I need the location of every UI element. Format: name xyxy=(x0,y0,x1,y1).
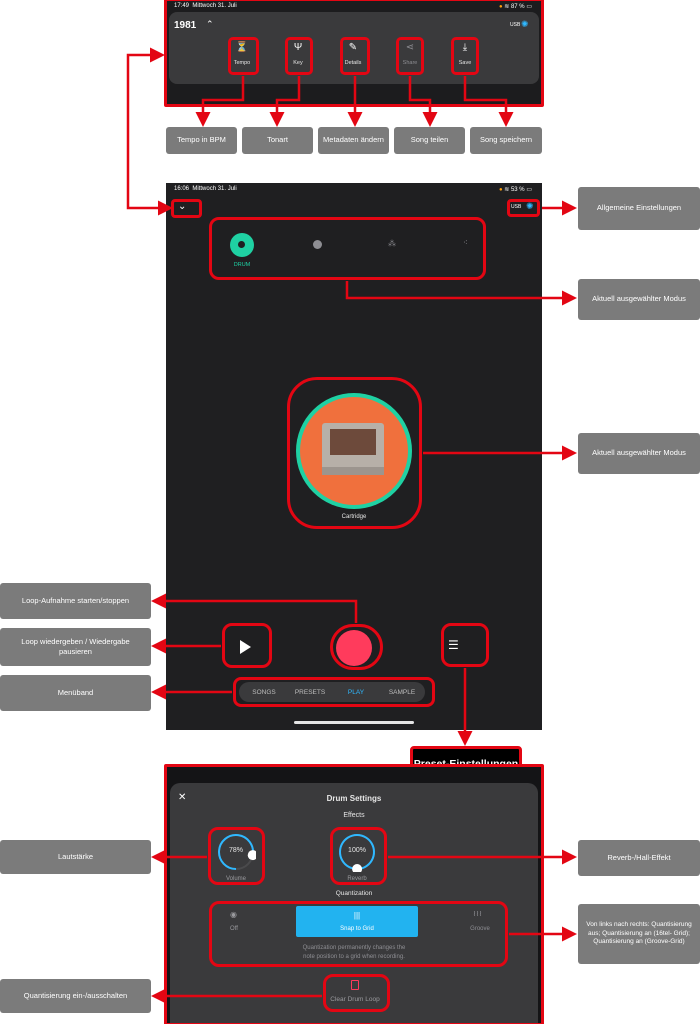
home-indicator xyxy=(294,721,414,724)
trash-icon xyxy=(351,980,359,990)
quantization-label: Quantization xyxy=(335,890,373,897)
share-icon: ⋖ xyxy=(405,42,415,53)
status-time: 17:49 Mittwoch 31. Juli xyxy=(174,3,237,9)
drum-settings-title: Drum Settings xyxy=(326,794,382,803)
sliders-icon[interactable]: ☰ xyxy=(448,638,459,652)
tab-presets[interactable]: PRESETS xyxy=(294,689,326,696)
tuning-fork-icon: Ψ xyxy=(293,42,303,53)
snap-to-grid-label: Snap to Grid xyxy=(340,926,374,932)
status-battery: ● ≋ 87 % ▭ xyxy=(498,4,532,10)
chevron-up-icon[interactable]: ⌃ xyxy=(206,19,214,29)
callout-reverb: Reverb-/Hall-Effekt xyxy=(578,840,700,876)
callout-quantization: Von links nach rechts: Quantisierung aus… xyxy=(578,904,700,964)
tab-bar xyxy=(239,682,425,702)
settings-button-highlight xyxy=(507,199,540,217)
callout-clear: Quantisierung ein-/ausschalten xyxy=(0,979,151,1013)
tab-bar-highlight xyxy=(233,677,435,707)
volume-label: Volume xyxy=(225,876,246,882)
toolbar-details-label: Details xyxy=(344,60,362,66)
tab-play[interactable]: PLAY xyxy=(347,689,365,696)
mode-selector-highlight xyxy=(209,217,486,280)
volume-value: 78% xyxy=(228,847,243,854)
quantization-groove[interactable]: Groove xyxy=(470,926,490,932)
tempo-button[interactable] xyxy=(228,37,259,75)
quantization-note-1: Quantization permanently changes the xyxy=(302,945,406,951)
download-icon: ⤓ xyxy=(462,42,468,53)
callout-save: Song speichern xyxy=(470,127,542,154)
mode-3-button[interactable]: ⁂ xyxy=(388,239,396,248)
usb-label: USB xyxy=(510,22,521,28)
toolbar-save-label: Save xyxy=(458,60,472,66)
close-icon[interactable]: ✕ xyxy=(178,792,187,803)
toolbar-share-label: Share xyxy=(402,60,418,66)
main-gear-icon[interactable]: ✺ xyxy=(526,201,534,211)
callout-menu: Menüband xyxy=(0,675,151,711)
drum-mode-label: DRUM xyxy=(233,262,251,268)
preset-highlight xyxy=(287,377,422,529)
drum-mode-icon xyxy=(238,241,245,248)
main-status-time: 16:06 Mittwoch 31. Juli xyxy=(174,186,237,192)
details-button[interactable] xyxy=(340,37,370,75)
share-button[interactable] xyxy=(396,37,424,75)
metronome-icon: ⏳ xyxy=(235,42,249,53)
toolbar-tempo-label: Tempo xyxy=(233,60,251,66)
preset-name: Cartridge xyxy=(341,514,367,520)
main-usb-label: USB xyxy=(511,204,522,210)
chevron-down-icon[interactable]: ⌄ xyxy=(178,201,187,212)
main-status-battery: ● ≋ 53 % ▭ xyxy=(498,187,532,193)
callout-general-settings: Allgemeine Einstellungen xyxy=(578,187,700,230)
toolbar-key-label: Key xyxy=(293,60,303,66)
play-icon xyxy=(240,640,251,654)
callout-play: Loop wiedergeben / Wiedergabe pausieren xyxy=(0,628,151,666)
reverb-label: Reverb xyxy=(347,876,367,882)
cartridge-bottom xyxy=(322,467,384,475)
clear-highlight xyxy=(323,974,390,1012)
cartridge-label xyxy=(330,429,376,455)
quantization-highlight xyxy=(209,901,508,967)
snap-grid-icon: ||| xyxy=(353,911,361,920)
mode-4-button[interactable]: ⁖ xyxy=(463,238,468,247)
snap-to-grid-button[interactable] xyxy=(296,906,418,937)
play-button[interactable] xyxy=(226,629,263,666)
callout-key: Tonart xyxy=(242,127,313,154)
reverb-value: 100% xyxy=(348,847,366,854)
mode-2-button[interactable] xyxy=(313,240,322,249)
groove-icon: ≀≀≀ xyxy=(473,909,482,918)
callout-details: Metadaten ändern xyxy=(318,127,389,154)
pencil-icon: ✎ xyxy=(348,42,358,53)
tab-sample[interactable]: SAMPLE xyxy=(388,689,416,696)
quantization-note-2: note position to a grid when recording. xyxy=(303,954,405,960)
volume-knob[interactable] xyxy=(216,832,256,872)
callout-current-mode-2: Aktuell ausgewählter Modus xyxy=(578,433,700,474)
play-highlight xyxy=(222,623,272,668)
gear-icon[interactable]: ✺ xyxy=(521,19,529,29)
clear-drum-loop[interactable]: Clear Drum Loop xyxy=(330,996,380,1003)
reverb-knob[interactable] xyxy=(337,832,377,872)
callout-volume: Lautstärke xyxy=(0,840,151,874)
callout-record: Loop-Aufnahme starten/stoppen xyxy=(0,583,151,619)
song-title[interactable]: 1981 xyxy=(174,20,197,31)
preset-settings-highlight xyxy=(441,623,489,667)
key-button[interactable] xyxy=(285,37,313,75)
reverb-highlight xyxy=(330,827,387,885)
callout-tempo: Tempo in BPM xyxy=(166,127,237,154)
tab-songs[interactable]: SONGS xyxy=(252,689,276,696)
effects-label: Effects xyxy=(343,812,365,819)
callout-current-mode: Aktuell ausgewählter Modus xyxy=(578,279,700,320)
off-icon: ◉ xyxy=(230,910,237,919)
quantization-off[interactable]: Off xyxy=(230,926,238,932)
collapse-button-highlight xyxy=(171,199,202,218)
save-button[interactable] xyxy=(451,37,479,75)
volume-highlight xyxy=(208,827,265,885)
callout-share: Song teilen xyxy=(394,127,465,154)
preset-artwork[interactable] xyxy=(300,397,408,505)
record-highlight xyxy=(330,624,383,670)
